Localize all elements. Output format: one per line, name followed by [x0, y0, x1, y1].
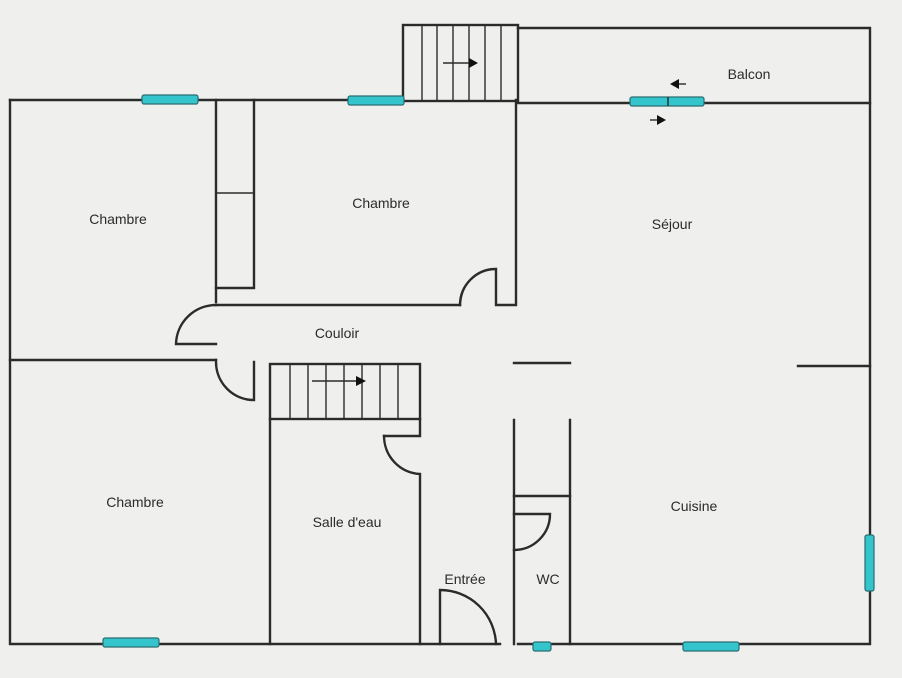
outer-walls [8, 26, 872, 646]
staircase-bottom [268, 362, 422, 421]
window-top-center [347, 95, 405, 106]
window-bottom-right [682, 641, 740, 652]
label-wc: WC [536, 571, 559, 587]
windows [102, 94, 875, 652]
staircase-top [401, 23, 520, 103]
sliding-door-arrows [650, 79, 686, 125]
label-salle-eau: Salle d'eau [313, 514, 382, 530]
label-couloir: Couloir [315, 325, 360, 341]
label-chambre-left: Chambre [89, 211, 147, 227]
window-top-left [141, 94, 199, 105]
label-chambre-bottom: Chambre [106, 494, 164, 510]
label-entree: Entrée [444, 571, 485, 587]
label-chambre-center: Chambre [352, 195, 410, 211]
window-balcony [629, 96, 705, 107]
window-bottom-left [102, 637, 160, 648]
window-wc [532, 641, 552, 652]
window-right [864, 534, 875, 592]
label-balcon: Balcon [728, 66, 771, 82]
interior-walls-top [8, 98, 872, 402]
label-cuisine: Cuisine [671, 498, 718, 514]
label-sejour: Séjour [652, 216, 693, 232]
interior-walls-bottom [268, 417, 572, 646]
